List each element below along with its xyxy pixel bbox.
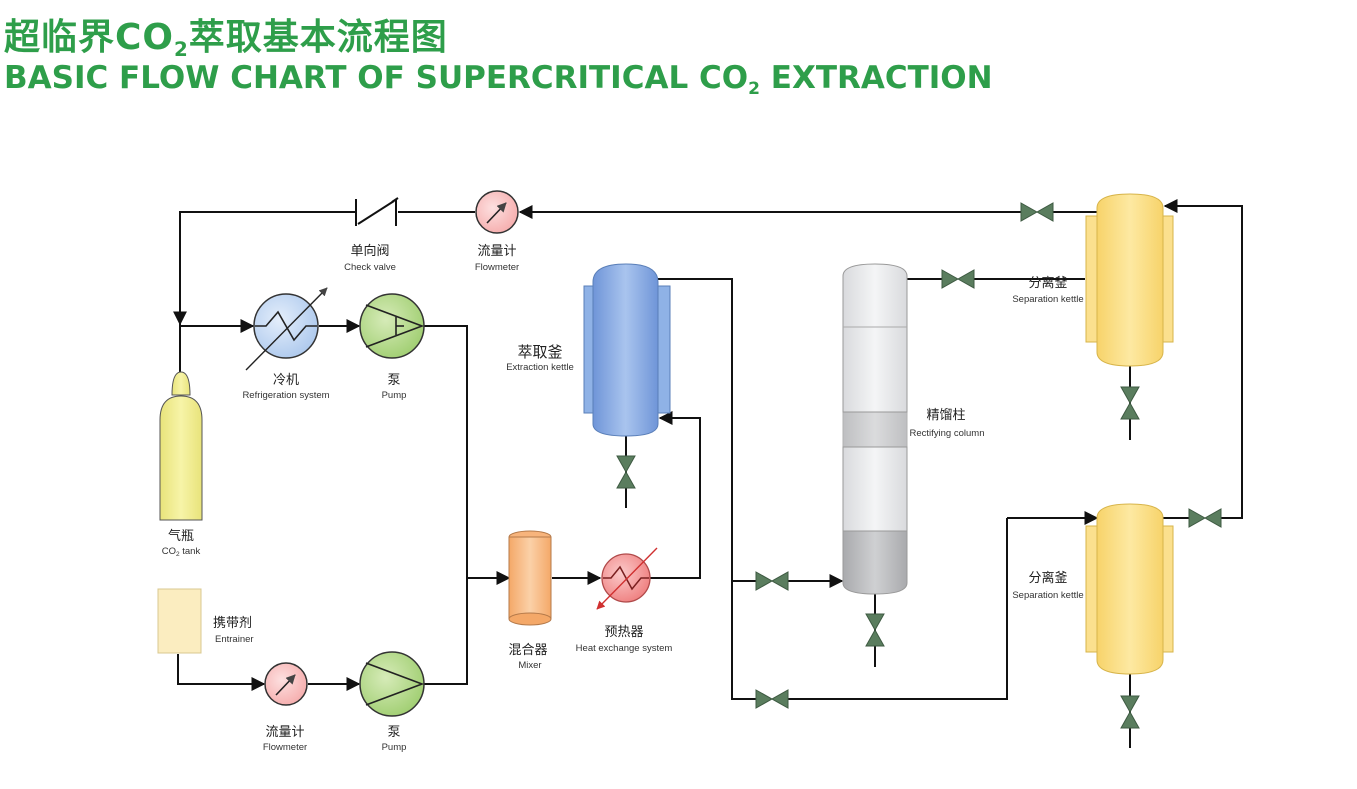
pump-bottom-label-en: Pump: [382, 742, 407, 753]
separation-kettle-2: [1085, 503, 1174, 675]
rectifying-column: [842, 263, 908, 595]
valve-icon[interactable]: [1188, 508, 1222, 528]
refrigeration-label-en: Refrigeration system: [242, 390, 329, 401]
tank-label-zh: 气瓶: [168, 528, 194, 544]
extraction-kettle: [583, 263, 671, 437]
pump-icon[interactable]: [359, 293, 425, 359]
pipes: [173, 199, 1243, 748]
heat-exchanger-icon[interactable]: [596, 547, 658, 610]
pump-top-label-zh: 泵: [387, 373, 400, 388]
heat-exchanger-icon[interactable]: [245, 287, 328, 371]
separator-1-label-zh: 分离釜: [1028, 275, 1067, 291]
separation-kettle-1: [1085, 193, 1174, 367]
co2-tank: [159, 371, 203, 521]
preheater-label-en: Heat exchange system: [576, 643, 673, 654]
entrainer-label-zh: 携带剂: [213, 615, 252, 631]
valve-icon[interactable]: [1120, 695, 1140, 729]
flowmeter-bottom-label-zh: 流量计: [265, 725, 304, 740]
flowmeter-icon[interactable]: [475, 190, 519, 234]
valve-icon[interactable]: [755, 571, 789, 591]
page-title-en: BASIC FLOW CHART OF SUPERCRITICAL CO2 EX…: [4, 60, 993, 99]
extraction-label-zh: 萃取釜: [517, 343, 562, 361]
valve-icon[interactable]: [616, 455, 636, 489]
entrainer-label-en: Entrainer: [215, 634, 254, 645]
rectifying-label-zh: 精馏柱: [926, 408, 965, 423]
separator-2-label-zh: 分离釜: [1028, 570, 1067, 586]
flowmeter-icon[interactable]: [264, 662, 308, 706]
separator-2-label-en: Separation kettle: [1012, 590, 1083, 601]
valve-icon[interactable]: [755, 689, 789, 709]
separator-1-label-en: Separation kettle: [1012, 294, 1083, 305]
tank-label-en: CO2 tank: [162, 546, 201, 558]
check-valve-label-en: Check valve: [344, 262, 396, 273]
valve-icon[interactable]: [1020, 202, 1054, 222]
rectifying-label-en: Rectifying column: [910, 428, 985, 439]
pump-icon[interactable]: [359, 651, 425, 717]
valve-icon[interactable]: [1120, 386, 1140, 420]
mixer-label-en: Mixer: [518, 660, 541, 671]
flowmeter-bottom-label-en: Flowmeter: [263, 742, 307, 753]
flowmeter-top-label-en: Flowmeter: [475, 262, 519, 273]
extraction-label-en: Extraction kettle: [506, 362, 574, 373]
page-title-zh: 超临界CO2萃取基本流程图: [4, 17, 448, 61]
preheater-label-zh: 预热器: [604, 625, 643, 640]
pump-top-label-en: Pump: [382, 390, 407, 401]
entrainer-tank: [157, 588, 202, 654]
valve-icon[interactable]: [941, 269, 975, 289]
refrigeration-label-zh: 冷机: [273, 373, 299, 388]
check-valve-label-zh: 单向阀: [350, 243, 389, 259]
flowmeter-top-label-zh: 流量计: [477, 244, 516, 259]
mixer-label-zh: 混合器: [508, 643, 547, 658]
valve-icon[interactable]: [865, 613, 885, 647]
pump-bottom-label-zh: 泵: [387, 725, 400, 740]
check-valve-icon[interactable]: [355, 197, 399, 226]
mixer: [508, 530, 552, 626]
